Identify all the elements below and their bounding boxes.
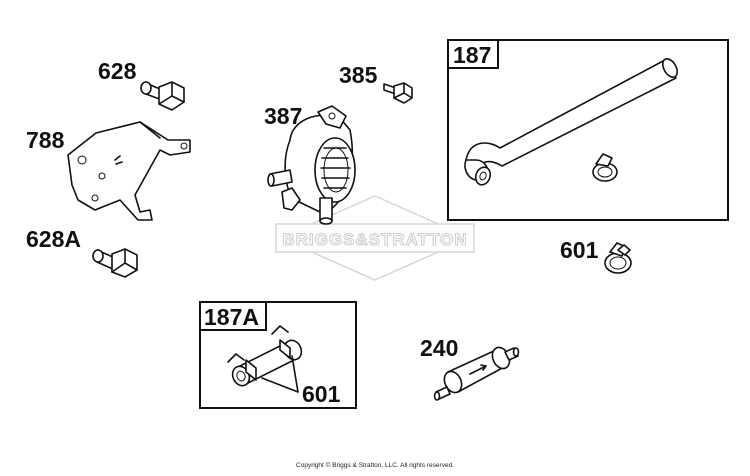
clamp-in-box-187-drawing xyxy=(592,153,618,182)
clamp-601-drawing xyxy=(604,242,632,274)
label-628a: 628A xyxy=(26,226,81,252)
watermark-text: BRIGGS&STRATTON xyxy=(282,230,467,249)
label-601-right: 601 xyxy=(560,237,599,263)
label-187a: 187A xyxy=(204,304,259,330)
label-601-box: 601 xyxy=(302,381,341,407)
bolt-628-drawing xyxy=(140,81,185,111)
label-240: 240 xyxy=(420,335,458,361)
fuel-pump-387-drawing xyxy=(267,105,356,225)
label-385: 385 xyxy=(339,62,378,88)
label-387: 387 xyxy=(264,103,302,129)
box-187 xyxy=(447,39,729,221)
hose-with-clamps-187a-drawing xyxy=(227,325,303,393)
copyright-footer: Copyright © Briggs & Stratton, LLC. All … xyxy=(296,462,454,469)
label-788: 788 xyxy=(26,127,65,153)
box-187a xyxy=(199,301,357,409)
label-187: 187 xyxy=(453,42,491,68)
fuel-hose-187-drawing xyxy=(464,58,679,186)
bolt-628a-drawing xyxy=(92,248,138,278)
label-628: 628 xyxy=(98,58,137,84)
briggs-stratton-watermark: BRIGGS&STRATTON xyxy=(275,195,475,281)
bracket-788-drawing xyxy=(67,121,191,221)
screw-385-drawing xyxy=(383,82,413,104)
fuel-filter-240-drawing xyxy=(433,346,520,401)
